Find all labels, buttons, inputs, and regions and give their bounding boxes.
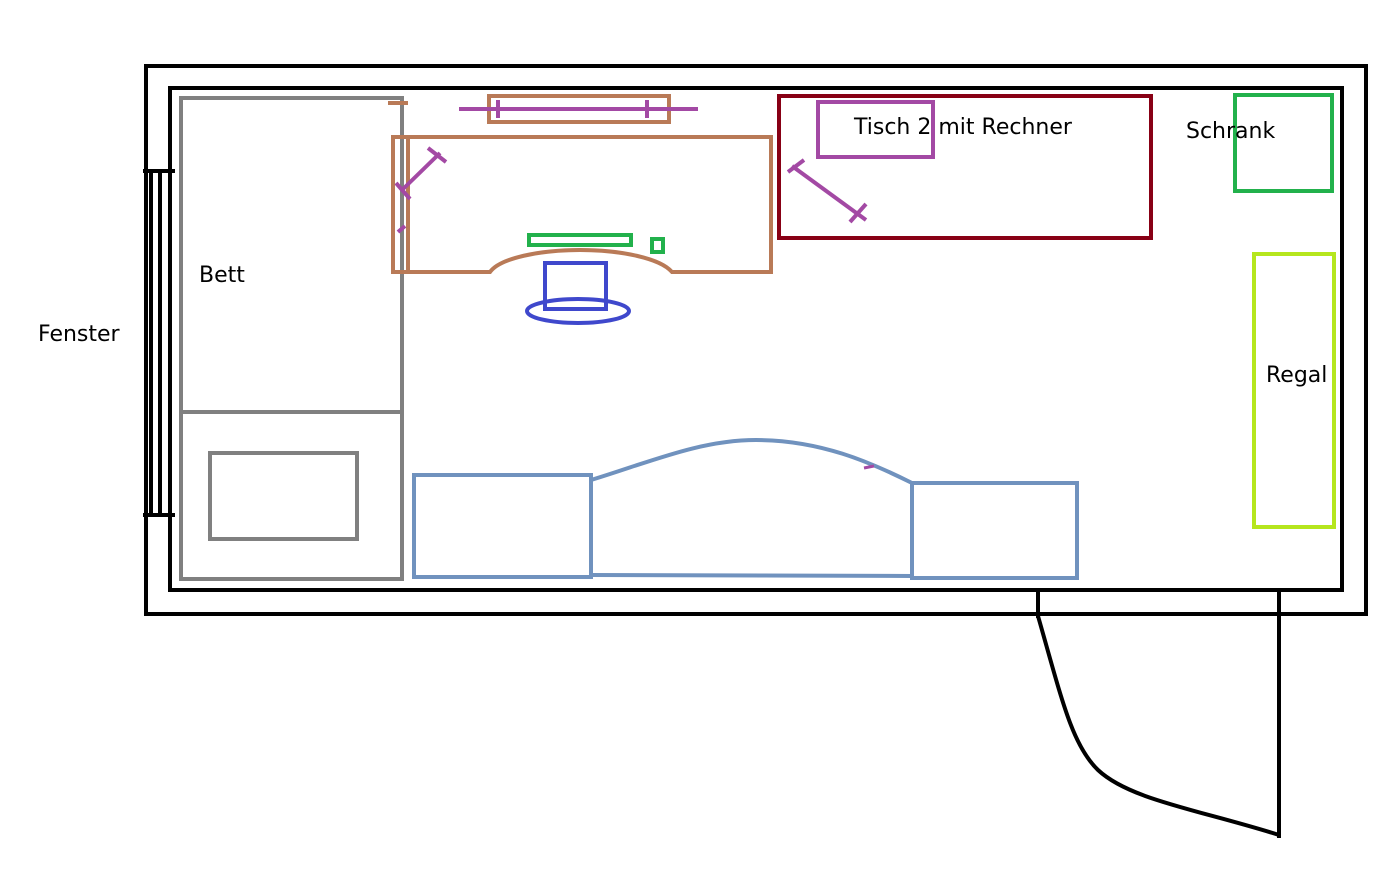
window	[143, 169, 175, 517]
label-schrank: Schrank	[1186, 119, 1276, 144]
label-bett: Bett	[199, 263, 245, 288]
shelf-regal	[1252, 252, 1336, 529]
label-tisch2: Tisch 2 mit Rechner	[854, 115, 1072, 140]
outer-wall	[144, 64, 1368, 616]
label-regal: Regal	[1266, 363, 1328, 388]
inner-wall	[168, 86, 1344, 592]
label-fenster: Fenster	[38, 322, 120, 347]
door	[1036, 590, 1281, 838]
lamp-desk	[394, 146, 448, 234]
mouse	[650, 237, 665, 254]
lamp-table2	[786, 158, 868, 224]
computer	[816, 100, 935, 159]
desk-chair	[525, 261, 631, 325]
bed	[179, 96, 404, 581]
sofa	[412, 437, 1079, 580]
bed-pillow	[208, 451, 359, 541]
wardrobe	[1233, 93, 1334, 193]
table-2	[777, 94, 1153, 240]
lamp-shelf	[459, 100, 698, 118]
keyboard	[527, 233, 633, 247]
